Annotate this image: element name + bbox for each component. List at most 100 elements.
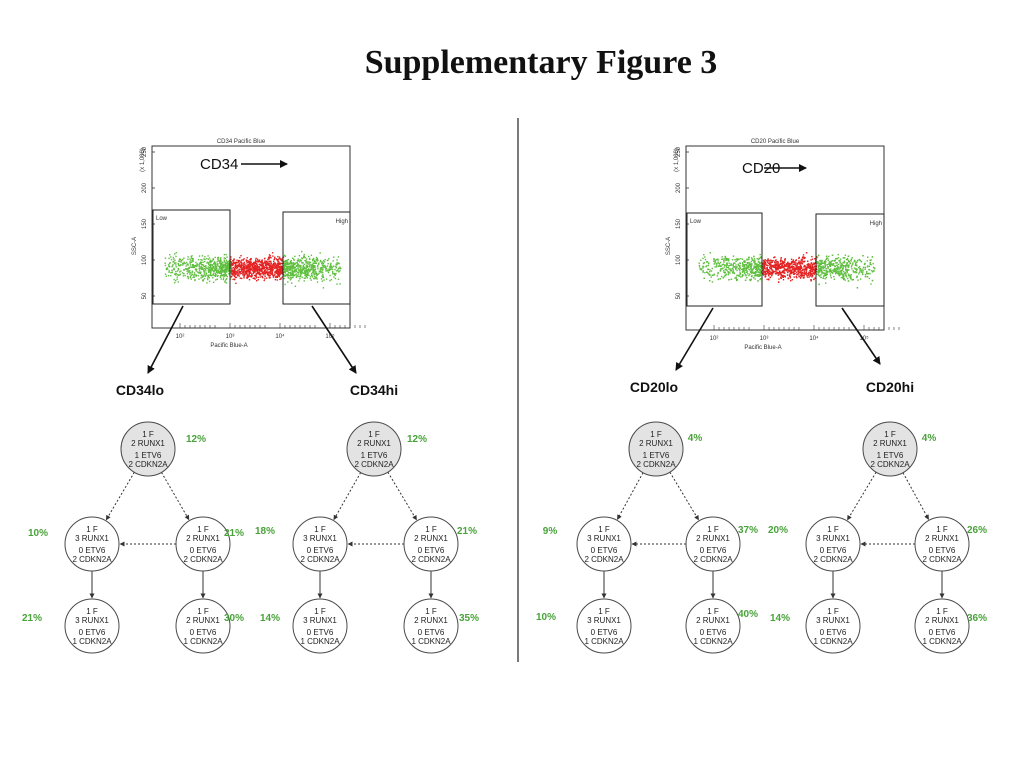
event-dot — [192, 276, 194, 279]
event-dot — [317, 273, 319, 275]
event-dot — [848, 261, 850, 263]
event-dot — [818, 265, 820, 267]
event-dot — [213, 274, 215, 277]
event-dot — [212, 270, 215, 272]
clone-genotype-line: 2 RUNX1 — [639, 439, 673, 448]
event-dot — [756, 263, 758, 265]
event-dot — [241, 259, 243, 261]
event-dot — [279, 262, 281, 264]
event-dot — [209, 269, 211, 271]
event-dot — [251, 274, 253, 276]
event-dot — [198, 262, 201, 264]
event-dot — [217, 258, 219, 260]
event-dot — [806, 267, 808, 269]
event-dot — [846, 258, 849, 260]
event-dot — [709, 270, 711, 273]
event-dot — [219, 266, 221, 269]
event-dot — [842, 278, 845, 281]
event-dot — [772, 266, 774, 268]
event-dot — [266, 261, 268, 263]
clone-genotype-line: 0 ETV6 — [929, 546, 956, 555]
event-dot — [866, 260, 868, 262]
event-dot — [769, 276, 771, 279]
event-dot — [745, 267, 748, 270]
event-dot — [252, 277, 254, 279]
event-dot — [279, 265, 281, 268]
event-dot — [330, 266, 333, 269]
event-dot — [208, 257, 211, 259]
clone-genotype-line: 0 ETV6 — [190, 628, 217, 637]
event-dot — [164, 262, 166, 264]
event-dot — [329, 267, 331, 269]
x-tick-label: 10⁴ — [809, 335, 819, 342]
scatter-points — [164, 250, 342, 289]
event-dot — [817, 267, 819, 269]
event-dot — [206, 277, 209, 279]
event-dot — [295, 275, 298, 277]
event-dot — [717, 261, 719, 263]
event-dot — [828, 270, 830, 272]
clone-genotype-line: 1 F — [197, 607, 209, 616]
event-dot — [793, 267, 795, 270]
event-dot — [255, 277, 258, 279]
event-dot — [816, 256, 819, 258]
event-dot — [176, 276, 178, 278]
event-dot — [798, 271, 801, 273]
event-dot — [174, 262, 176, 264]
event-dot — [221, 269, 223, 271]
event-dot — [850, 260, 852, 262]
clone-genotype-line: 1 F — [936, 607, 948, 616]
event-dot — [748, 258, 750, 261]
event-dot — [717, 262, 720, 264]
event-dot — [216, 271, 218, 273]
event-dot — [743, 270, 745, 272]
event-dot — [232, 271, 234, 273]
y-tick-label: 150 — [676, 218, 682, 229]
population-high-label: CD20hi — [866, 379, 914, 395]
event-dot — [796, 271, 798, 273]
event-dot — [724, 255, 726, 258]
event-dot — [818, 271, 820, 273]
event-dot — [320, 266, 322, 269]
event-dot — [308, 268, 310, 270]
event-dot — [217, 263, 219, 265]
event-dot — [750, 279, 752, 282]
event-dot — [269, 264, 272, 267]
event-dot — [834, 268, 836, 270]
event-dot — [311, 274, 313, 277]
event-dot — [258, 260, 260, 262]
event-dot — [281, 276, 284, 278]
y-axis-multiplier: (x 1,000) — [674, 148, 680, 172]
event-dot — [769, 266, 771, 269]
event-dot — [322, 263, 324, 265]
event-dot — [257, 270, 259, 272]
event-dot — [339, 267, 342, 269]
event-dot — [780, 274, 783, 276]
event-dot — [856, 275, 858, 277]
event-dot — [741, 274, 744, 276]
event-dot — [752, 276, 755, 279]
event-dot — [774, 272, 777, 274]
event-dot — [727, 258, 729, 261]
event-dot — [226, 275, 228, 278]
event-dot — [748, 266, 750, 268]
event-dot — [834, 270, 836, 273]
event-dot — [778, 265, 781, 267]
event-dot — [300, 268, 302, 271]
event-dot — [776, 266, 778, 269]
event-dot — [839, 264, 842, 267]
event-dot — [764, 271, 766, 273]
event-dot — [813, 262, 815, 264]
event-dot — [779, 260, 782, 262]
event-dot — [717, 271, 719, 274]
event-dot — [279, 269, 282, 272]
event-dot — [252, 272, 255, 275]
event-dot — [791, 270, 793, 272]
event-dot — [735, 276, 737, 278]
event-dot — [281, 262, 283, 265]
event-dot — [235, 261, 238, 264]
